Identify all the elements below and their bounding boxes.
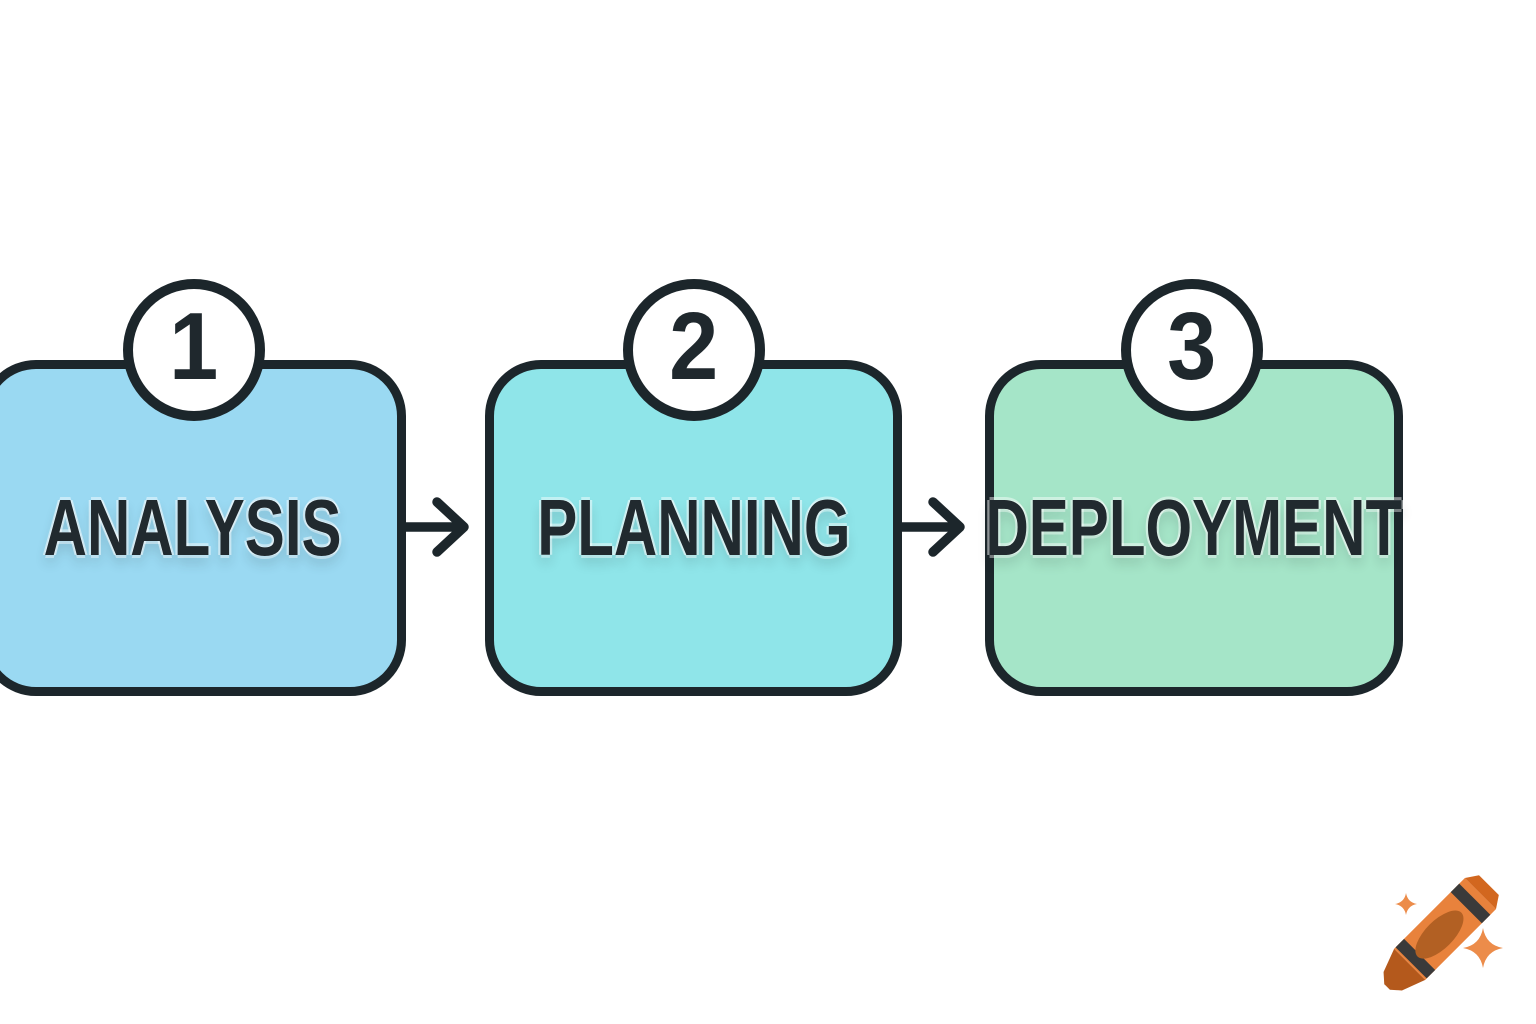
step-number-badge-3: 3 bbox=[1121, 279, 1263, 421]
arrow-right-icon bbox=[402, 497, 469, 557]
step-number-badge-2: 2 bbox=[623, 279, 765, 421]
step-number-1: 1 bbox=[169, 293, 219, 400]
sparkle-icon bbox=[1395, 893, 1417, 915]
arrow-right-icon bbox=[898, 497, 965, 557]
step-number-2: 2 bbox=[669, 293, 719, 400]
sparkle-icon bbox=[1463, 928, 1503, 968]
step-number-3: 3 bbox=[1167, 293, 1217, 400]
step-number-badge-1: 1 bbox=[123, 279, 265, 421]
step-label-analysis: ANALYSIS bbox=[44, 483, 342, 572]
step-label-deployment: DEPLOYMENT bbox=[985, 483, 1403, 572]
step-label-planning: PLANNING bbox=[536, 483, 851, 572]
crayon-logo bbox=[1383, 875, 1503, 991]
crayon-icon bbox=[1383, 875, 1499, 991]
